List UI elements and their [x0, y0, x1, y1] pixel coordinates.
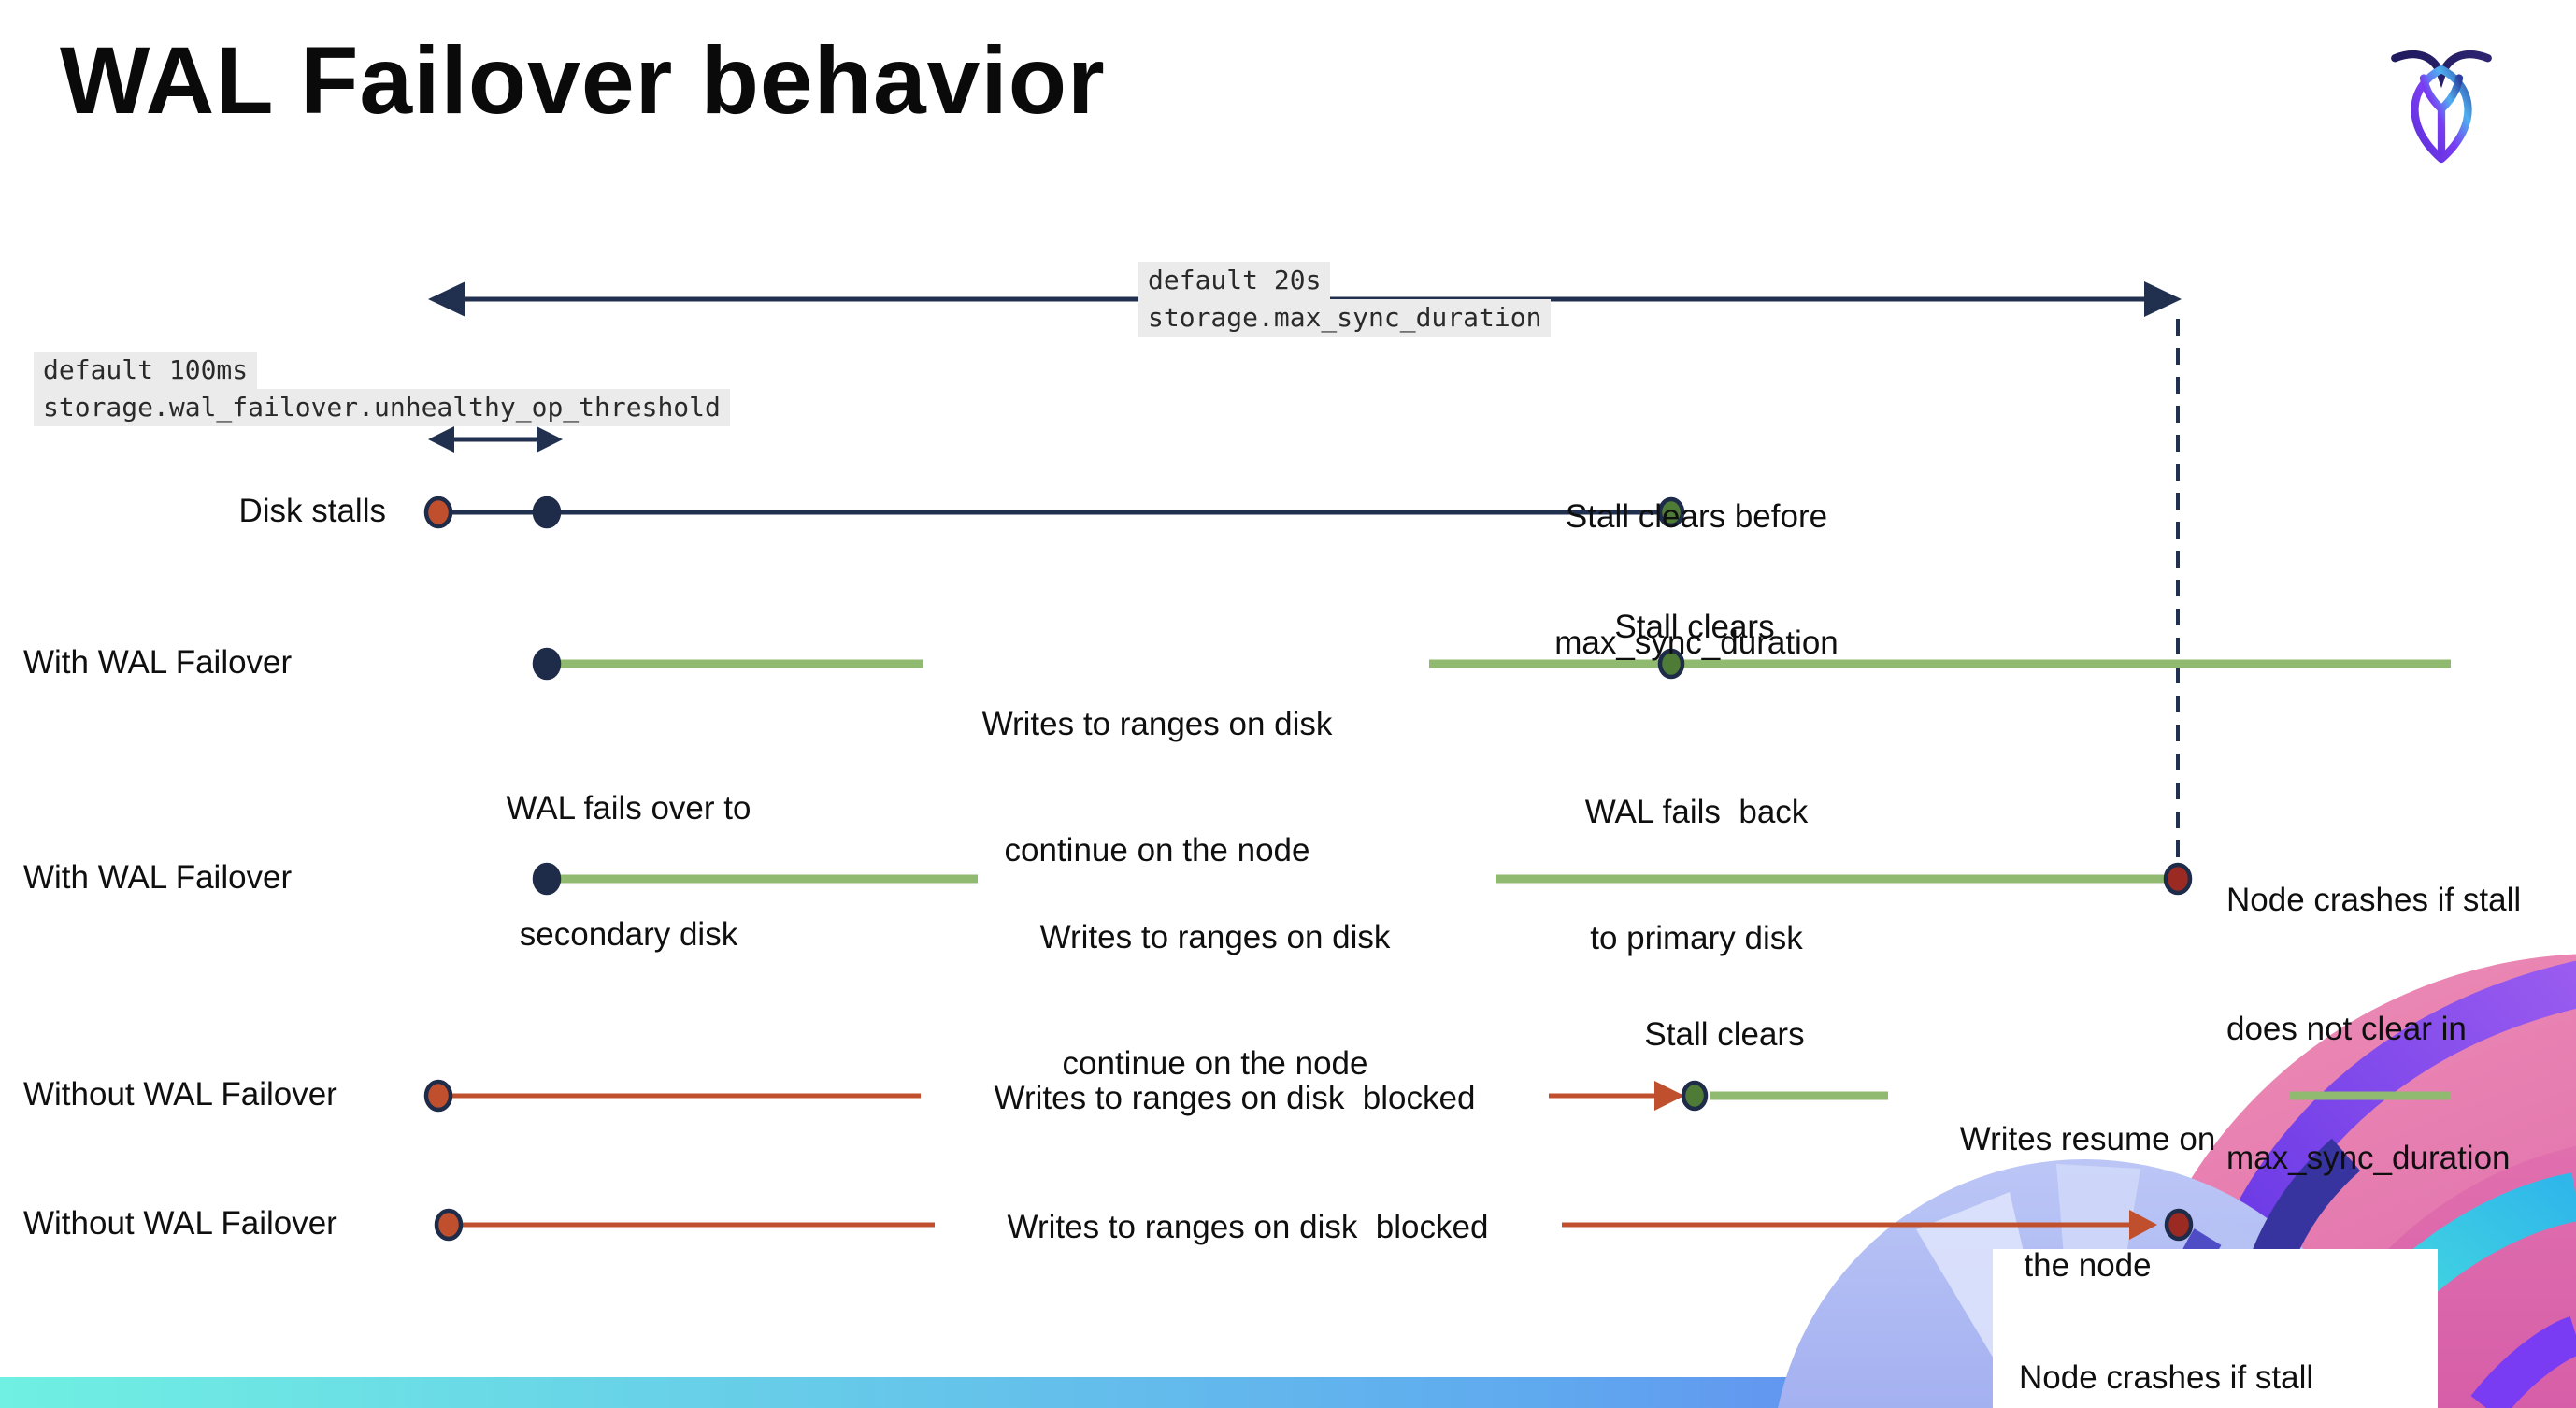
arrowhead-right-icon [2144, 281, 2182, 317]
annotation-line: Node crashes if stall [2226, 882, 2522, 918]
annotation-writes-continue-2: Writes to ranges on disk continue on the… [1000, 832, 1430, 1169]
annotation-line: continue on the node [1062, 1045, 1368, 1082]
stall-start-dot [434, 1208, 464, 1242]
annotation-line: Writes to ranges on disk [981, 706, 1333, 742]
purple-arc-shape [2470, 1315, 2576, 1408]
annotation-writes-blocked-2: Writes to ranges on disk blocked [1007, 1209, 1489, 1245]
annotation-line: continue on the node [1004, 832, 1310, 869]
max-sync-default-label: default 20s [1138, 262, 1331, 299]
annotation-line: WAL fails back [1584, 794, 1809, 830]
row-label-disk-stalls: Disk stalls [238, 493, 386, 529]
annotation-line: does not clear in [2226, 1011, 2467, 1047]
annotation-stall-clears-1: Stall clears [1614, 609, 1775, 645]
arrowhead-right-icon [537, 426, 563, 453]
annotation-line: Node crashes if stall [2019, 1359, 2314, 1396]
timeline-with-failover-1 [532, 647, 2451, 681]
stall-start-dot [423, 496, 453, 529]
node-crash-dot [2163, 862, 2193, 896]
annotation-stall-clears-before: Stall clears before max_sync_duration [1514, 411, 1879, 748]
unhealthy-threshold-arrow [428, 426, 563, 453]
stall-start-dot [423, 1079, 453, 1113]
unhealthy-op-default-label: default 100ms [34, 352, 258, 389]
failover-dot [532, 647, 562, 681]
row-label-with-wal-failover-2: With WAL Failover [23, 859, 293, 896]
arrowhead-left-icon [428, 426, 454, 453]
annotation-line: max_sync_duration [2226, 1140, 2511, 1176]
annotation-node-crashes-1: Node crashes if stall does not clear in … [2226, 793, 2572, 1266]
row-label-with-wal-failover-1: With WAL Failover [23, 644, 293, 681]
cockroachdb-logo-icon [2391, 50, 2492, 164]
max-sync-setting-label: storage.max_sync_duration [1138, 299, 1552, 337]
failover-threshold-dot [532, 496, 562, 529]
annotation-writes-continue-1: Writes to ranges on disk continue on the… [942, 619, 1372, 955]
annotation-node-crashes-2: Node crashes if stall does not clear in … [2019, 1268, 2421, 1408]
annotation-line: secondary disk [519, 916, 738, 953]
annotation-line: Writes resume on [1959, 1121, 2216, 1157]
row-label-without-wal-failover-2: Without WAL Failover [23, 1205, 337, 1242]
annotation-line: Writes to ranges on disk [1039, 919, 1391, 955]
annotation-line: max_sync_duration [1554, 625, 1839, 661]
annotation-stall-clears-2: Stall clears [1644, 1016, 1805, 1053]
node-crash-callout-box [1993, 1249, 2438, 1408]
annotation-line: the node [2024, 1247, 2152, 1284]
row-label-without-wal-failover-1: Without WAL Failover [23, 1076, 337, 1113]
annotation-line: Stall clears before [1565, 498, 1828, 535]
annotation-line: WAL fails over to [506, 790, 751, 826]
annotation-line: to primary disk [1590, 920, 1803, 956]
page-title: WAL Failover behavior [60, 27, 1106, 134]
stall-clear-dot [1681, 1080, 1709, 1112]
annotation-wal-fails-over: WAL fails over to secondary disk [449, 703, 809, 1040]
annotation-writes-resume: Writes resume on the node [1922, 1034, 2254, 1371]
unhealthy-op-setting-label: storage.wal_failover.unhealthy_op_thresh… [34, 389, 730, 426]
arrowhead-left-icon [428, 281, 465, 317]
annotation-wal-fails-back: WAL fails back to primary disk [1533, 707, 1860, 1043]
timeline-disk-stalls [423, 496, 1685, 529]
annotation-writes-blocked-1: Writes to ranges on disk blocked [994, 1080, 1476, 1116]
arrowhead-right-icon [1654, 1081, 1684, 1111]
